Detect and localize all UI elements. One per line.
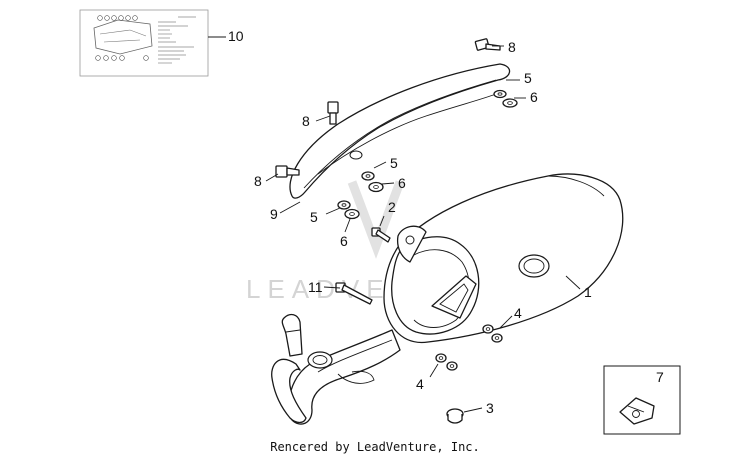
callout-2: 2 bbox=[388, 199, 396, 215]
callout-8-left-lower: 8 bbox=[254, 173, 262, 189]
callout-6-top: 6 bbox=[530, 89, 538, 105]
bolt-part-11 bbox=[335, 282, 373, 305]
callout-4-right: 4 bbox=[514, 305, 522, 321]
washer-pair-lower bbox=[337, 200, 360, 220]
washer-pair-part-4-lower bbox=[435, 353, 458, 371]
callout-3: 3 bbox=[486, 400, 494, 416]
callout-8-top: 8 bbox=[508, 39, 516, 55]
inset-box-part-7 bbox=[603, 365, 681, 435]
callout-5-lower: 5 bbox=[310, 209, 318, 225]
footer-credit: Rencered by LeadVenture, Inc. bbox=[270, 440, 480, 454]
callout-7: 7 bbox=[656, 369, 664, 385]
callout-labels: 1 2 3 4 4 5 5 5 6 6 6 7 8 8 8 9 10 11 bbox=[228, 28, 664, 416]
callout-5-top: 5 bbox=[524, 70, 532, 86]
callout-10: 10 bbox=[228, 28, 244, 44]
bolt-top-right bbox=[474, 38, 501, 51]
legend-label-part-10 bbox=[79, 9, 209, 77]
washer-pair-part-4-right bbox=[482, 324, 503, 343]
exhaust-pipe bbox=[271, 313, 401, 425]
bolt-left-lower bbox=[275, 165, 300, 178]
bolt-left-upper bbox=[327, 101, 339, 125]
leader-lines bbox=[208, 36, 581, 413]
callout-6-middle: 6 bbox=[398, 175, 406, 191]
muffler bbox=[383, 173, 624, 344]
grommet-part-3 bbox=[446, 408, 464, 424]
callout-8-left-upper: 8 bbox=[302, 113, 310, 129]
washer-pair-top-right bbox=[493, 89, 518, 108]
heat-shield bbox=[289, 63, 511, 199]
callout-4-lower: 4 bbox=[416, 376, 424, 392]
callout-9: 9 bbox=[270, 206, 278, 222]
legend-text-lines bbox=[158, 16, 196, 64]
bolt-part-2 bbox=[371, 227, 391, 243]
callout-1: 1 bbox=[584, 284, 592, 300]
legend-drawing bbox=[93, 15, 153, 61]
callout-11: 11 bbox=[308, 279, 323, 295]
washer-pair-middle bbox=[361, 171, 384, 193]
callout-6-lower: 6 bbox=[340, 233, 348, 249]
callout-5-middle: 5 bbox=[390, 155, 398, 171]
